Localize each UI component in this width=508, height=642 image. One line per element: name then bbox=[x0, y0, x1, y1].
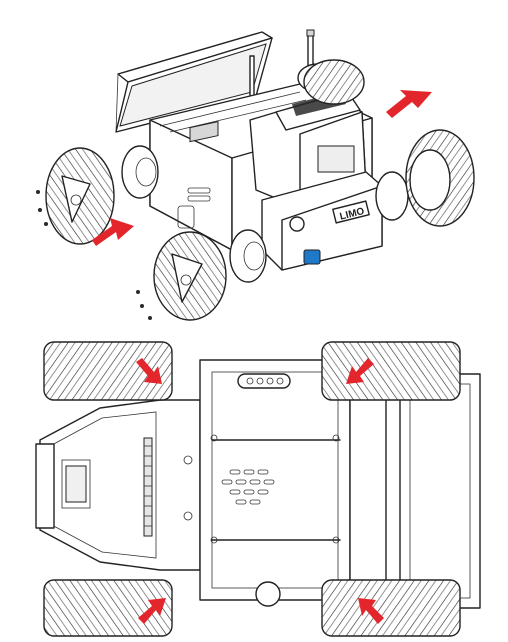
top-panel bbox=[115, 31, 273, 133]
top-down-view bbox=[35, 341, 481, 637]
direction-arrows-top-down bbox=[136, 358, 384, 624]
isometric-view: LIMO bbox=[36, 29, 475, 321]
main-plate bbox=[199, 359, 351, 607]
plate-vents bbox=[221, 469, 275, 505]
mecanum-wheel-top-right bbox=[303, 59, 365, 105]
wheel-front-left bbox=[43, 341, 173, 401]
arrow-front-right bbox=[138, 598, 166, 624]
rear-knob bbox=[255, 581, 281, 607]
front-bumper: LIMO bbox=[261, 171, 383, 271]
screws bbox=[36, 190, 152, 320]
front-section bbox=[35, 399, 201, 571]
wheel-front-right bbox=[43, 579, 173, 637]
power-knob bbox=[289, 216, 305, 232]
blue-button bbox=[303, 249, 321, 265]
wheel-rear-left bbox=[321, 341, 461, 401]
vent-slots bbox=[177, 187, 211, 229]
mecanum-wheel-left bbox=[45, 147, 115, 245]
mecanum-wheel-right bbox=[405, 129, 475, 227]
mecanum-wheel-bottom bbox=[153, 231, 227, 321]
rear-panel bbox=[349, 371, 481, 609]
direction-arrows-iso bbox=[92, 90, 432, 246]
arrow-rear-left bbox=[346, 358, 374, 384]
indicator-bar bbox=[237, 373, 291, 389]
arrow-rear-right bbox=[358, 598, 384, 624]
arrow-left bbox=[92, 218, 134, 246]
arrow-front-left bbox=[136, 358, 162, 384]
wheel-rear-right bbox=[321, 579, 461, 637]
arrow-top-right bbox=[386, 90, 432, 118]
